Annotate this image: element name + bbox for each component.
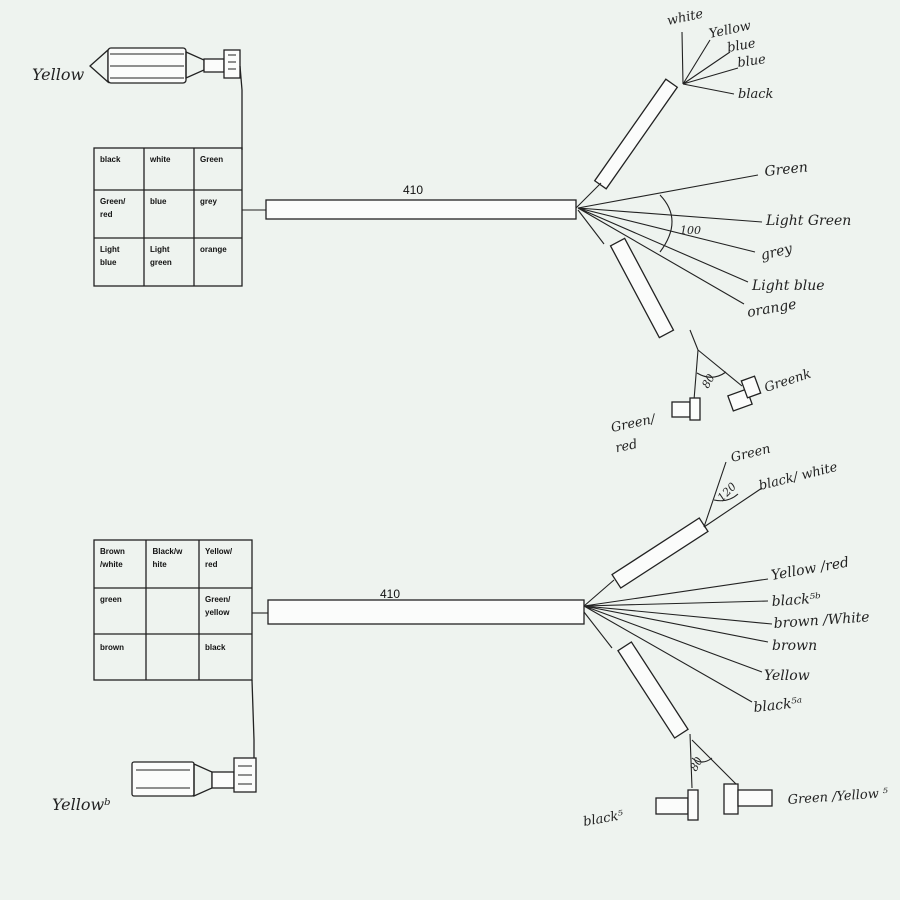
pin-table-cell: brown [100,643,124,652]
pin-table-cell: blue [150,197,167,206]
bottom-branch2-connector-right [723,783,773,815]
wire-label: Greenk [763,367,814,396]
top-pin-table [93,147,243,287]
wire-label: Yellow /red [770,554,850,583]
bottom-branch2-connector-left [655,789,699,821]
wire-label: black⁵ᵃ [753,695,803,716]
pin-table-cell: Yellow/red [205,547,233,569]
top-branch2-angle: 80 [699,372,717,391]
pin-table-cell: green [100,595,122,604]
bottom-connector-label: Yellowᵇ [52,795,111,814]
bottom-pin-table [93,539,253,681]
wire-label: brown /White [773,609,870,632]
pin-table-cell: Green [200,155,223,164]
top-branch-cable-2 [609,237,675,339]
pin-table-cell: Green/red [100,197,126,219]
wire-label: blue [726,36,757,56]
wire-label: Light Green [765,213,851,229]
bottom-branch2-angle: 80 [687,755,705,774]
wire-label: black⁵ [582,808,625,830]
bottom-main-cable [267,599,585,625]
wire-label: Green [764,160,809,180]
top-angle-label: 100 [680,224,701,237]
pin-table-cell: black [205,643,226,652]
pin-table-cell: orange [200,245,227,254]
pin-table-cell: white [149,155,171,164]
pin-table-cell: Green/yellow [205,595,231,617]
bottom-length-label: 410 [380,587,400,601]
wire-label: Green [729,442,772,466]
bottom-branch-cable-1 [611,517,709,589]
wire-label: black/ white [757,460,839,494]
top-length-label: 410 [403,183,423,197]
wire-label: blue [736,52,767,71]
wire-label: black⁵ᵇ [771,591,821,610]
top-branch2-connector-left [671,397,701,421]
pin-table-cell: Brown/white [100,547,125,569]
wire-label: grey [759,240,795,263]
bottom-branch2-labels: black⁵ Green /Yellow ⁵ [582,786,889,830]
wire-label: Yellow [764,668,810,684]
wire-label: Green/red [610,412,663,457]
bottom-branch-cable-2 [617,641,689,739]
pin-table-cell: grey [200,197,217,206]
top-yellow-connector [89,47,243,150]
wire-label: black [738,87,774,102]
wire-label: white [666,7,705,29]
top-branch2-connector-right [727,375,762,412]
top-branch-cable-1 [593,78,679,190]
wire-label: Light blue [751,278,825,294]
pin-table-cell: black [100,155,121,164]
wire-label: Green /Yellow ⁵ [787,786,889,808]
top-main-cable [265,199,577,220]
wire-label: orange [746,297,798,321]
top-connector-label: Yellow [32,65,85,84]
bottom-yellow-connector [131,679,257,798]
wire-label: brown [772,638,817,654]
